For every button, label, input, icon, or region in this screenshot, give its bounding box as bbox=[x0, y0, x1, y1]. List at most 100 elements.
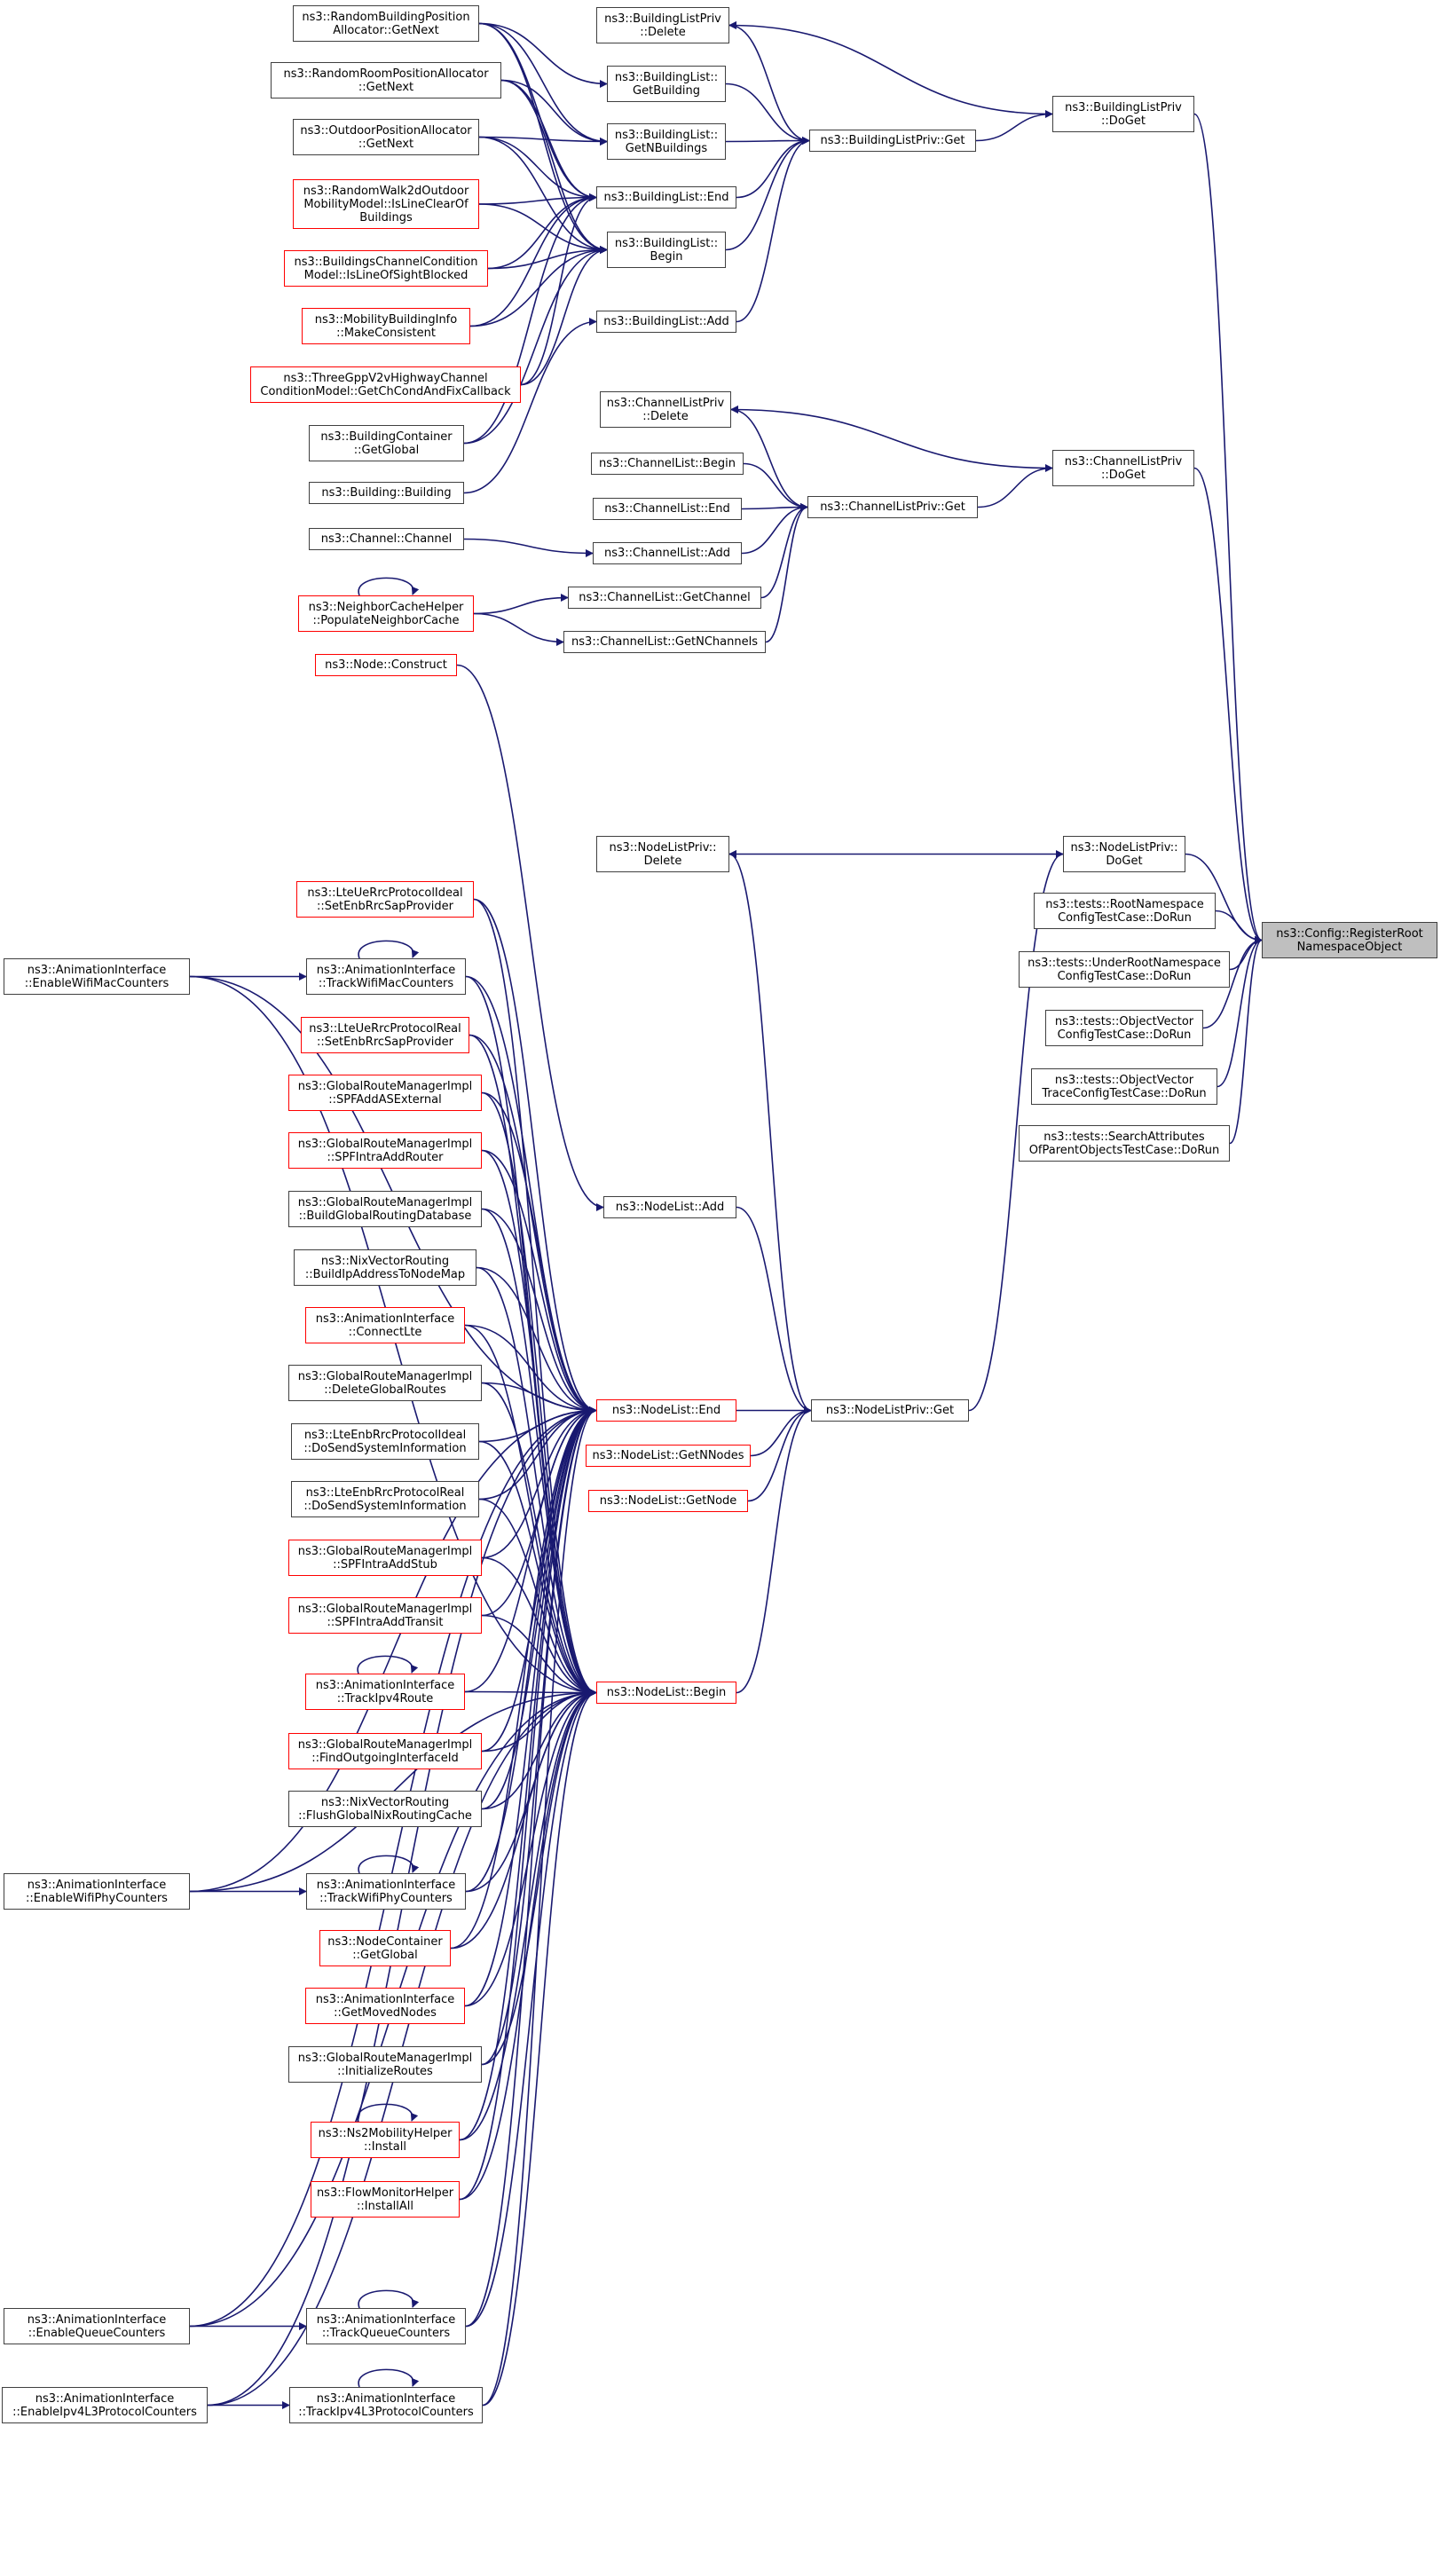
graph-node-opa[interactable]: ns3::OutdoorPositionAllocator::GetNext bbox=[293, 119, 479, 155]
graph-node-aiti4l3[interactable]: ns3::AnimationInterface::TrackIpv4L3Prot… bbox=[289, 2387, 483, 2423]
graph-node-grmspfr[interactable]: ns3::GlobalRouteManagerImpl::SPFIntraAdd… bbox=[288, 1132, 482, 1169]
graph-node-clgc[interactable]: ns3::ChannelList::GetChannel bbox=[568, 587, 761, 609]
graph-node-bbld[interactable]: ns3::Building::Building bbox=[309, 482, 464, 504]
graph-node-nlgnode[interactable]: ns3::NodeList::GetNode bbox=[588, 1490, 748, 1512]
graph-node-nch[interactable]: ns3::NeighborCacheHelper::PopulateNeighb… bbox=[298, 595, 474, 632]
graph-node-label: ::GetGlobal bbox=[353, 443, 420, 457]
call-edge-aitwmc-to-nlbeg bbox=[465, 975, 597, 1697]
graph-node-grmspfs[interactable]: ns3::GlobalRouteManagerImpl::SPFIntraAdd… bbox=[288, 1540, 482, 1576]
call-edge-aitqc-to-nlend bbox=[465, 1406, 597, 2328]
graph-node-blpget[interactable]: ns3::BuildingListPriv::Get bbox=[809, 130, 976, 152]
graph-node-label: ns3::tests::UnderRootNamespace bbox=[1028, 956, 1221, 970]
graph-node-blpdel[interactable]: ns3::BuildingListPriv::Delete bbox=[596, 7, 729, 43]
graph-node-ncons[interactable]: ns3::Node::Construct bbox=[315, 654, 457, 676]
call-edge-opa-to-blend bbox=[478, 136, 597, 201]
graph-node-lteuereal[interactable]: ns3::LteUeRrcProtocolReal::SetEnbRrcSapP… bbox=[301, 1017, 469, 1053]
graph-node-label: ns3::ChannelList::GetChannel bbox=[579, 591, 751, 604]
graph-node-aitwmc[interactable]: ns3::AnimationInterface::TrackWifiMacCou… bbox=[306, 958, 466, 995]
graph-node-label: ConfigTestCase::DoRun bbox=[1057, 969, 1192, 983]
graph-node-bladd[interactable]: ns3::BuildingList::Add bbox=[596, 311, 736, 333]
graph-node-label: ::SPFIntraAddRouter bbox=[327, 1150, 444, 1164]
call-edge-aiti4l3-to-nlbeg bbox=[482, 1689, 597, 2407]
graph-node-label: ns3::BuildingList:: bbox=[614, 128, 719, 142]
call-edge-clpget-to-clpdel bbox=[730, 406, 808, 508]
graph-node-grmspft[interactable]: ns3::GlobalRouteManagerImpl::SPFIntraAdd… bbox=[288, 1597, 482, 1634]
graph-node-aitqc[interactable]: ns3::AnimationInterface::TrackQueueCount… bbox=[306, 2308, 466, 2344]
graph-node-ncgg[interactable]: ns3::NodeContainer::GetGlobal bbox=[319, 1930, 451, 1966]
graph-node-label: ns3::tests::ObjectVector bbox=[1054, 1014, 1194, 1028]
graph-node-aiewmc[interactable]: ns3::AnimationInterface::EnableWifiMacCo… bbox=[4, 958, 190, 995]
call-edge-mbi-to-blend bbox=[469, 193, 597, 327]
call-edge-bccm-to-blend bbox=[487, 193, 597, 270]
call-edge-aiclte-to-nlend bbox=[464, 1324, 597, 1414]
graph-node-blbeg[interactable]: ns3::BuildingList::Begin bbox=[607, 232, 726, 268]
graph-node-clpdoget[interactable]: ns3::ChannelListPriv::DoGet bbox=[1052, 450, 1194, 486]
graph-node-label: ::InitializeRoutes bbox=[337, 2064, 433, 2078]
graph-node-grmir[interactable]: ns3::GlobalRouteManagerImpl::InitializeR… bbox=[288, 2046, 482, 2083]
call-edge-nlgn-to-nlpget bbox=[750, 1406, 812, 1457]
graph-node-rrpa[interactable]: ns3::RandomRoomPositionAllocator::GetNex… bbox=[271, 62, 501, 98]
graph-node-label: ns3::AnimationInterface bbox=[27, 963, 167, 977]
graph-node-clbeg[interactable]: ns3::ChannelList::Begin bbox=[591, 453, 744, 475]
graph-node-lteenbideal[interactable]: ns3::LteEnbRrcProtocolIdeal::DoSendSyste… bbox=[291, 1423, 479, 1460]
graph-node-label: ns3::BuildingListPriv bbox=[1065, 100, 1182, 114]
graph-node-aiei4[interactable]: ns3::AnimationInterface::EnableIpv4L3Pro… bbox=[2, 2387, 208, 2423]
graph-node-blpdoget[interactable]: ns3::BuildingListPriv::DoGet bbox=[1052, 96, 1194, 132]
call-edge-nladd-to-nlpget bbox=[736, 1206, 812, 1414]
graph-node-lteueideal[interactable]: ns3::LteUeRrcProtocolIdeal::SetEnbRrcSap… bbox=[296, 881, 474, 918]
graph-node-nlbeg[interactable]: ns3::NodeList::Begin bbox=[596, 1682, 736, 1704]
graph-node-nlgn[interactable]: ns3::NodeList::GetNNodes bbox=[586, 1445, 751, 1467]
call-edge-blend-to-blpget bbox=[736, 137, 810, 199]
graph-node-lteenbreal[interactable]: ns3::LteEnbRrcProtocolReal::DoSendSystem… bbox=[291, 1481, 479, 1517]
graph-node-ns2mh[interactable]: ns3::Ns2MobilityHelper::Install bbox=[311, 2122, 460, 2158]
graph-node-label: ns3::tests::SearchAttributes bbox=[1043, 1130, 1205, 1144]
graph-node-label: ns3::tests::ObjectVector bbox=[1054, 1073, 1194, 1087]
graph-node-clend[interactable]: ns3::ChannelList::End bbox=[593, 498, 742, 520]
graph-node-label: ns3::RandomRoomPositionAllocator bbox=[283, 67, 489, 81]
graph-node-nlpdoget[interactable]: ns3::NodeListPriv::DoGet bbox=[1063, 836, 1185, 872]
graph-node-blgn[interactable]: ns3::BuildingList::GetNBuildings bbox=[607, 123, 726, 160]
graph-node-aigmn[interactable]: ns3::AnimationInterface::GetMovedNodes bbox=[305, 1988, 465, 2024]
graph-node-nlpdel[interactable]: ns3::NodeListPriv::Delete bbox=[596, 836, 729, 872]
graph-node-nlpget[interactable]: ns3::NodeListPriv::Get bbox=[811, 1399, 969, 1422]
graph-node-nixflush[interactable]: ns3::NixVectorRouting::FlushGlobalNixRou… bbox=[288, 1791, 482, 1827]
graph-node-grmdgr[interactable]: ns3::GlobalRouteManagerImpl::DeleteGloba… bbox=[288, 1365, 482, 1401]
graph-node-label: ns3::Building::Building bbox=[321, 486, 452, 500]
graph-node-nixbip[interactable]: ns3::NixVectorRouting::BuildIpAddressToN… bbox=[294, 1249, 476, 1286]
graph-node-label: ns3::ChannelList::GetNChannels bbox=[571, 635, 758, 649]
graph-node-label: ns3::ThreeGppV2vHighwayChannel bbox=[283, 371, 488, 385]
graph-node-aiclte[interactable]: ns3::AnimationInterface::ConnectLte bbox=[305, 1307, 465, 1343]
graph-node-aiti4r[interactable]: ns3::AnimationInterface::TrackIpv4Route bbox=[305, 1674, 465, 1710]
graph-node-chch[interactable]: ns3::Channel::Channel bbox=[309, 528, 464, 550]
graph-node-blgb[interactable]: ns3::BuildingList::GetBuilding bbox=[607, 66, 726, 102]
graph-node-grmspfas[interactable]: ns3::GlobalRouteManagerImpl::SPFAddASExt… bbox=[288, 1075, 482, 1111]
graph-node-mbi[interactable]: ns3::MobilityBuildingInfo::MakeConsisten… bbox=[302, 308, 470, 344]
graph-node-aitwpc[interactable]: ns3::AnimationInterface::TrackWifiPhyCou… bbox=[306, 1873, 466, 1910]
graph-node-clpget[interactable]: ns3::ChannelListPriv::Get bbox=[807, 496, 978, 518]
graph-node-aieqc[interactable]: ns3::AnimationInterface::EnableQueueCoun… bbox=[4, 2308, 190, 2344]
graph-node-fmhia[interactable]: ns3::FlowMonitorHelper::InstallAll bbox=[311, 2181, 460, 2218]
graph-node-clgn[interactable]: ns3::ChannelList::GetNChannels bbox=[563, 631, 766, 653]
graph-node-cladd[interactable]: ns3::ChannelList::Add bbox=[593, 542, 742, 564]
graph-node-blend[interactable]: ns3::BuildingList::End bbox=[596, 186, 736, 209]
call-edge-aitwpc-to-nlend bbox=[465, 1406, 597, 1893]
graph-node-bcont[interactable]: ns3::BuildingContainer::GetGlobal bbox=[309, 425, 464, 461]
graph-node-label: ::TrackWifiMacCounters bbox=[318, 976, 454, 990]
graph-node-nlend[interactable]: ns3::NodeList::End bbox=[596, 1399, 736, 1422]
graph-node-clpdel[interactable]: ns3::ChannelListPriv::Delete bbox=[600, 391, 731, 428]
call-edge-chch-to-cladd bbox=[463, 538, 594, 557]
graph-node-nladd[interactable]: ns3::NodeList::Add bbox=[603, 1196, 736, 1218]
graph-node-grmbgr[interactable]: ns3::GlobalRouteManagerImpl::BuildGlobal… bbox=[288, 1191, 482, 1227]
graph-node-grmfoi[interactable]: ns3::GlobalRouteManagerImpl::FindOutgoin… bbox=[288, 1733, 482, 1769]
graph-node-aiewpc[interactable]: ns3::AnimationInterface::EnableWifiPhyCo… bbox=[4, 1873, 190, 1910]
